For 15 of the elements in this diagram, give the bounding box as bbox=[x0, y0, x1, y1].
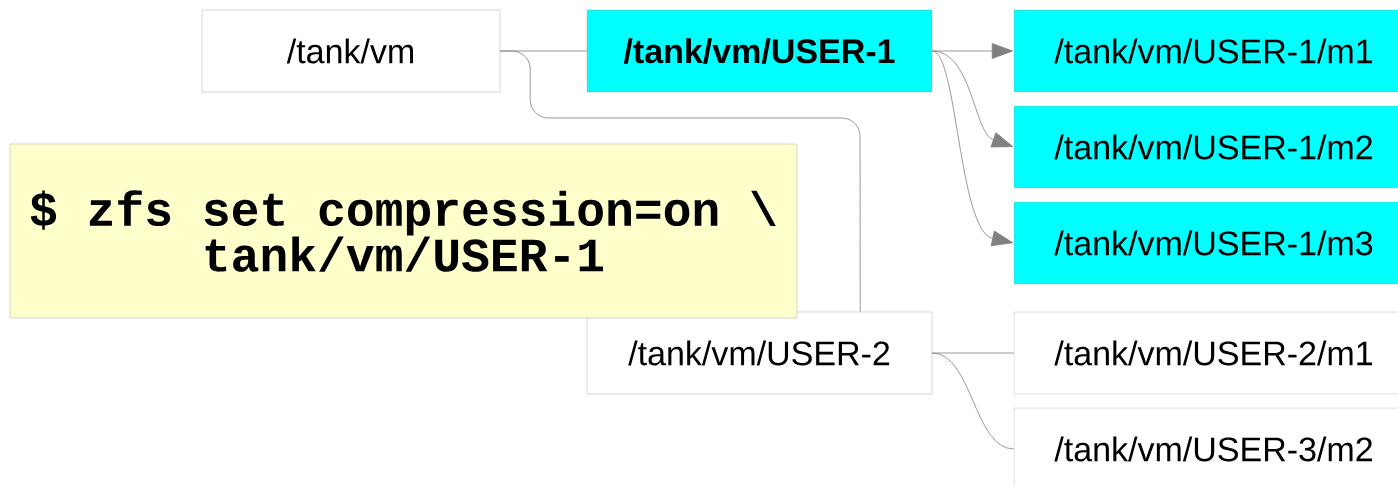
connector-line bbox=[499, 50, 861, 313]
dataset-box: /tank/vm/USER-2 bbox=[586, 311, 933, 395]
dataset-box: /tank/vm/USER-1/m3 bbox=[1013, 201, 1398, 285]
dataset-box: /tank/vm/USER-1 bbox=[586, 9, 933, 93]
dataset-box: /tank/vm/USER-2/m1 bbox=[1013, 311, 1398, 395]
arrow bbox=[931, 50, 1014, 148]
dataset-box: /tank/vm/USER-1/m1 bbox=[1013, 9, 1398, 93]
connector-line bbox=[931, 352, 1015, 354]
connector-line bbox=[931, 352, 1015, 450]
dataset-box: /tank/vm/USER-3/m2 bbox=[1013, 407, 1398, 486]
command-box: $ zfs set compression=on \ tank/vm/USER-1 bbox=[9, 143, 798, 319]
arrow bbox=[931, 43, 1014, 59]
dataset-box: /tank/vm bbox=[201, 9, 501, 93]
dataset-box: /tank/vm/USER-1/m2 bbox=[1013, 105, 1398, 189]
arrow bbox=[931, 50, 1014, 247]
